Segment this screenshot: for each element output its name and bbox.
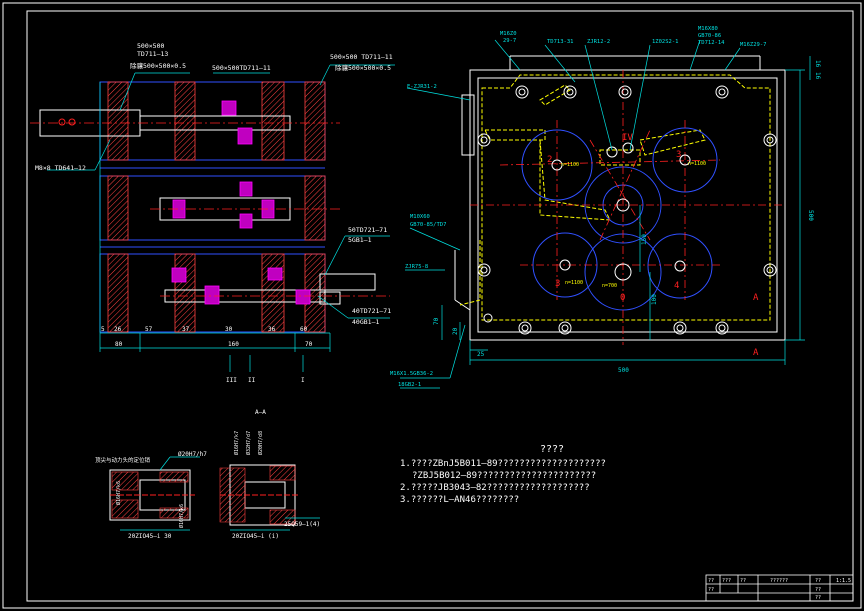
- note-line-3: 2.?????JB3043—82???????????????????: [400, 483, 590, 493]
- label-m16x15: M16X1.5GB36-2: [390, 371, 433, 377]
- frame-border: [26, 10, 854, 602]
- dim-right-500: 500: [807, 210, 814, 221]
- svg-text:A: A: [753, 293, 759, 303]
- tb-cell-6: 1:1.5: [836, 578, 851, 584]
- ratio-1: n=1100: [561, 162, 579, 168]
- ratio-3: n=700: [602, 283, 617, 289]
- label-td712: TD712-14: [698, 40, 725, 46]
- svg-text:IV: IV: [622, 133, 633, 143]
- dim-5: 5: [101, 326, 105, 333]
- right-view: 2 IV 3 3 0 4 A A n=1100 n=1100 n=700 n=1…: [390, 26, 821, 389]
- dim-top-16b: 16: [814, 72, 821, 80]
- label-1z02s2: 1Z02S2-1: [652, 39, 679, 45]
- dim-37: 37: [182, 326, 190, 333]
- dim-top-16a: 16: [814, 60, 821, 68]
- section-title: A—A: [255, 409, 266, 416]
- svg-text:4: 4: [674, 281, 679, 291]
- roman-iii: III: [226, 377, 237, 384]
- label-wool-felt-2: 除骧500×500×0.5: [335, 63, 391, 72]
- tb-cell-5: ??: [815, 578, 821, 584]
- label-25q59: 25Q59—1(4): [284, 521, 320, 528]
- label-29-7: 29-7: [503, 38, 516, 44]
- label-40gb1: 40GB1—1: [352, 318, 379, 326]
- svg-text:A: A: [753, 348, 759, 358]
- dim-160: 160: [228, 341, 239, 348]
- tb-cell-9: ??: [815, 595, 821, 601]
- dim-20-left: 20: [452, 327, 459, 335]
- dim-57: 57: [145, 326, 153, 333]
- dim-bottom-500: 500: [618, 367, 629, 374]
- section-caption: 顶尖与动力头的定位销: [95, 456, 151, 464]
- dim-70: 70: [305, 341, 313, 348]
- dim-36: 36: [268, 326, 276, 333]
- label-40td721: 40TD721—71: [352, 307, 391, 315]
- label-20zio45-a: 20ZIO45—i 30: [128, 533, 172, 540]
- label-gb70: GB70-86: [698, 33, 721, 39]
- label-500x500: 500×500: [137, 42, 164, 50]
- dim-100: 100: [651, 294, 658, 305]
- note-line-2: ?ZBJ5B012—89??????????????????????: [412, 471, 596, 481]
- svg-text:0: 0: [620, 293, 625, 303]
- label-20zio45-b: 20ZIO45—i (i): [232, 533, 279, 540]
- roman-ii: II: [248, 377, 256, 384]
- note-line-4: 3.??????L—AN46????????: [400, 495, 519, 505]
- label-m8: M8×8 TD641—12: [35, 164, 86, 172]
- label-td711-13: TD711—13: [137, 50, 168, 58]
- section-aa: A—A 顶尖与动力头的定位销 Ø20H7/h7 Ø16H7/k6 Ø32H7/d…: [95, 409, 320, 540]
- label-m16x80: M16X80: [698, 26, 718, 32]
- tb-cell-2: ???: [722, 578, 731, 584]
- fit-20h7h7: Ø20H7/h7: [178, 451, 207, 458]
- note-line-1: 1.????ZBnJ5B011—89????????????????????: [400, 459, 606, 469]
- dim-80: 80: [115, 341, 123, 348]
- svg-text:2: 2: [547, 155, 552, 165]
- fit-16h7k7: Ø16H7/k7: [233, 431, 240, 455]
- svg-text:3: 3: [676, 150, 681, 160]
- tb-cell-4: ??????: [770, 578, 788, 584]
- label-td713: TD713-31: [547, 39, 574, 45]
- roman-i: I: [301, 377, 305, 384]
- label-5gb1: 5GB1—1: [348, 236, 372, 244]
- label-m16z0: M16Z0: [500, 31, 517, 37]
- tb-cell-8: ??: [815, 587, 821, 593]
- label-td711-11: 500×500TD711—11: [212, 64, 271, 72]
- dim-25: 25: [477, 351, 485, 358]
- dim-70-left: 70: [433, 317, 440, 325]
- label-m10x60: M10X60: [410, 214, 430, 220]
- fit-20h7d8: Ø20H7/d8: [257, 431, 264, 455]
- tb-cell-1: ??: [708, 578, 714, 584]
- fit-32h7d7: Ø32H7/d7: [245, 431, 252, 455]
- label-m16z29: M16Z29-7: [740, 42, 767, 48]
- label-50td721: 50TD721—71: [348, 226, 387, 234]
- ratio-4: n=1100: [565, 280, 583, 286]
- title-block: ?? ??? ?? ?????? ?? 1:1.5 ?? ?? ??: [705, 574, 854, 602]
- dim-30: 30: [225, 326, 233, 333]
- label-zjr75: ZJR75-8: [405, 264, 428, 270]
- tb-cell-3: ??: [740, 578, 746, 584]
- ratio-2: n=1100: [688, 161, 706, 167]
- dim-60: 60: [300, 326, 308, 333]
- label-18gb2: 18GB2-1: [398, 382, 421, 388]
- dim-150: 150: [641, 234, 648, 245]
- label-ezjr31: E-ZJR31-2: [407, 84, 437, 90]
- tb-cell-7: ??: [708, 587, 714, 593]
- svg-text:3: 3: [555, 279, 560, 289]
- label-wool-felt-1: 除骧500×500×0.5: [130, 61, 186, 70]
- technical-notes: ???? 1.????ZBnJ5B011—89?????????????????…: [400, 444, 606, 505]
- notes-title: ????: [540, 444, 564, 455]
- left-view: 500×500 TD711—13 除骧500×500×0.5 500×500TD…: [30, 42, 395, 384]
- fit-16h7k6-a: Ø16H7/k6: [115, 481, 122, 505]
- label-zjr12: ZJR12-2: [587, 39, 610, 45]
- dim-26: 26: [114, 326, 122, 333]
- label-gb70-85: GB70-85/TD7: [410, 222, 446, 228]
- label-td711-11-right: 500×500 TD711—11: [330, 53, 393, 61]
- fit-16h7k6-b: Ø16H7/k6: [178, 504, 185, 528]
